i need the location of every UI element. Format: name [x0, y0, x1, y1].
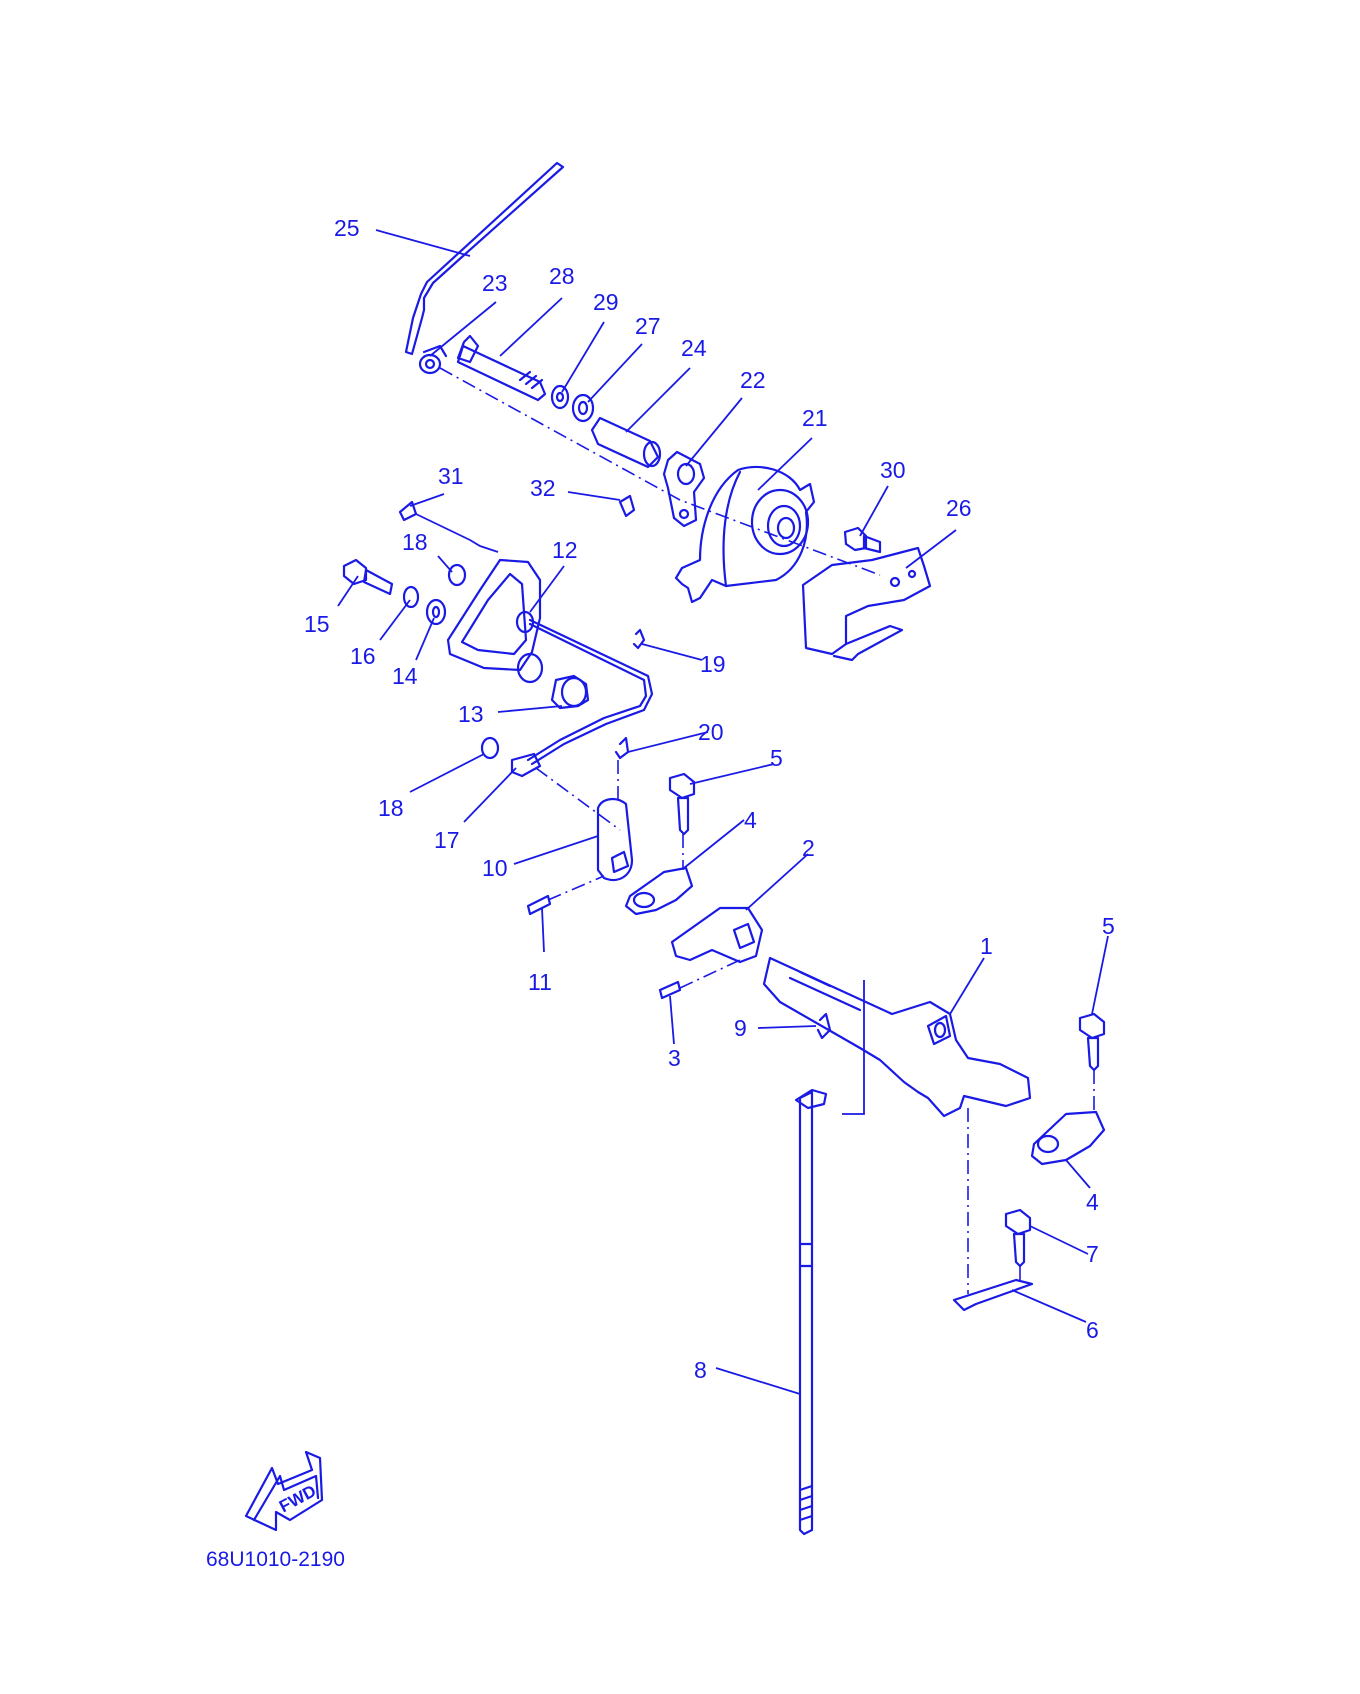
- cam-bracket: [801, 546, 932, 662]
- callout-5-upper: 5: [770, 745, 783, 771]
- roller-13: [550, 674, 590, 710]
- washer-16: [402, 585, 420, 609]
- callout-14: 14: [392, 663, 418, 689]
- lever-arm-2: [670, 906, 764, 964]
- clip-17: [510, 752, 542, 778]
- callout-31: 31: [438, 463, 464, 489]
- axis-lower-left: [535, 767, 621, 831]
- callout-21: 21: [802, 405, 828, 431]
- screw-5-upper: [668, 772, 696, 836]
- callout-20: 20: [698, 719, 724, 745]
- callout-5-lower: 5: [1102, 913, 1115, 939]
- callout-4-upper: 4: [744, 807, 757, 833]
- clip-20: [614, 736, 630, 760]
- guide-line-31: [415, 513, 499, 553]
- throttle-cam: [674, 465, 816, 604]
- plate-lever: [662, 450, 706, 528]
- clamp-4-lower: [1030, 1110, 1106, 1166]
- callout-1: 1: [980, 933, 993, 959]
- callout-29: 29: [593, 289, 619, 315]
- shift-rod-8: [794, 1088, 828, 1536]
- callout-17: 17: [434, 827, 460, 853]
- link-rod: [526, 618, 654, 766]
- fwd-arrow-icon: [244, 1450, 324, 1532]
- washer-18-lower: [480, 736, 500, 760]
- leader-lines: [337, 229, 1109, 1395]
- callout-13: 13: [458, 701, 484, 727]
- callout-12: 12: [552, 537, 578, 563]
- washer-29: [550, 384, 570, 410]
- clip-19: [632, 628, 646, 650]
- callout-10: 10: [482, 855, 508, 881]
- callout-18-lower: 18: [378, 795, 404, 821]
- callout-25: 25: [334, 215, 360, 241]
- clip-9: [816, 1012, 832, 1040]
- axis-shaft-rod: [842, 980, 865, 1115]
- callout-26: 26: [946, 495, 972, 521]
- callout-30: 30: [880, 457, 906, 483]
- callout-6: 6: [1086, 1317, 1099, 1343]
- callout-9: 9: [734, 1015, 747, 1041]
- callout-22: 22: [740, 367, 766, 393]
- callout-15: 15: [304, 611, 330, 637]
- pin-11: [526, 894, 552, 916]
- bolt-15: [342, 558, 394, 596]
- screw-7: [1004, 1208, 1032, 1268]
- long-bolt: [456, 334, 547, 402]
- collar-sleeve: [590, 416, 662, 469]
- callout-24: 24: [681, 335, 707, 361]
- washer-27: [571, 393, 595, 423]
- clamp-4-upper: [624, 866, 694, 916]
- callout-28: 28: [549, 263, 575, 289]
- washer-14: [425, 598, 447, 626]
- part-code: 68U1010-2190: [206, 1548, 345, 1571]
- pin-3: [658, 980, 682, 1000]
- throttle-rod: [404, 161, 565, 356]
- screw-5-lower: [1078, 1012, 1106, 1072]
- callout-2: 2: [802, 835, 815, 861]
- callout-19: 19: [700, 651, 726, 677]
- shift-shaft: [762, 956, 1032, 1118]
- callout-32: 32: [530, 475, 556, 501]
- callout-18-upper: 18: [402, 529, 428, 555]
- callout-3: 3: [668, 1045, 681, 1071]
- lever-10: [596, 798, 634, 882]
- callout-8: 8: [694, 1357, 707, 1383]
- axis-lever: [547, 875, 605, 901]
- callout-16: 16: [350, 643, 376, 669]
- washer-18-upper: [447, 563, 467, 587]
- axis-pin-3: [679, 959, 741, 989]
- assembly-axis-upper: [439, 367, 881, 576]
- callout-27: 27: [635, 313, 661, 339]
- callout-4-lower: 4: [1086, 1189, 1099, 1215]
- callout-7: 7: [1086, 1241, 1099, 1267]
- callout-11: 11: [528, 969, 552, 995]
- callout-23: 23: [482, 270, 508, 296]
- clip-32: [618, 494, 636, 518]
- plate-6: [952, 1278, 1034, 1312]
- small-bolt-30: [843, 526, 882, 554]
- sector-plate: [446, 558, 544, 684]
